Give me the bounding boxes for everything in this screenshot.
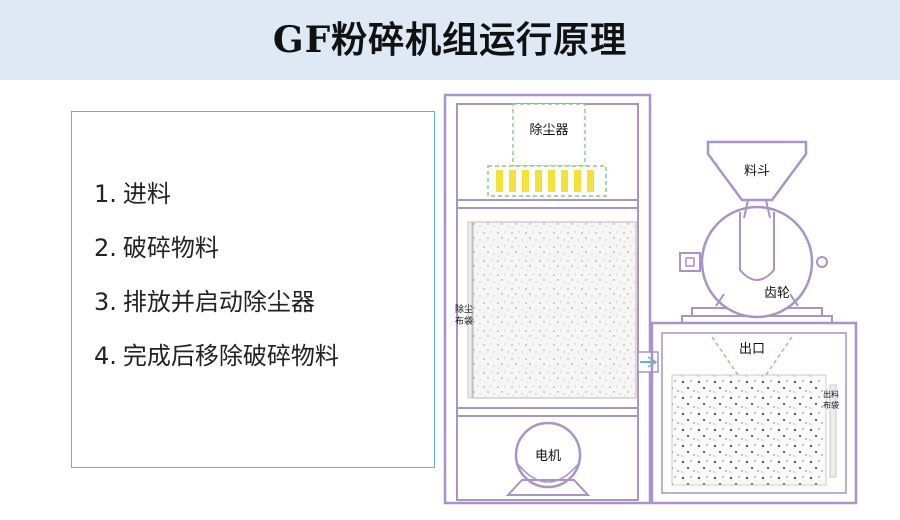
collection-bin: 出口 出料 布袋 bbox=[650, 321, 858, 505]
crushed-material bbox=[671, 374, 827, 486]
hopper bbox=[706, 140, 808, 202]
outlet-funnel bbox=[711, 336, 793, 376]
steps-panel: 1.进料 2.破碎物料 3.排放并启动除尘器 4.完成后移除破碎物料 bbox=[71, 111, 435, 468]
dust-collector-unit bbox=[512, 103, 586, 167]
out-bag-label-2: 布袋 bbox=[823, 400, 839, 410]
step-number: 2. bbox=[94, 234, 117, 262]
dust-collector-tower: 除尘器 除尘 布袋 电机 bbox=[443, 93, 652, 505]
dust-collector-label: 除尘器 bbox=[529, 123, 568, 138]
step-text: 破碎物料 bbox=[122, 234, 219, 262]
step-item: 1.进料 bbox=[94, 174, 171, 209]
step-item: 4.完成后移除破碎物料 bbox=[94, 336, 339, 371]
step-number: 1. bbox=[94, 180, 117, 208]
hopper-label: 料斗 bbox=[744, 164, 770, 179]
filter-cartridges bbox=[496, 170, 594, 192]
step-text: 完成后移除破碎物料 bbox=[122, 342, 339, 370]
motor bbox=[505, 421, 591, 496]
gear-label: 齿轮 bbox=[764, 286, 790, 301]
dust-bag-label-2: 布袋 bbox=[455, 315, 473, 327]
dust-bag-area bbox=[472, 221, 637, 399]
dust-bag-label-1: 除尘 bbox=[455, 303, 473, 315]
out-bag-label-1: 出料 bbox=[823, 389, 839, 399]
crusher-machine: 齿轮 料斗 bbox=[679, 140, 833, 324]
connecting-pipe bbox=[637, 351, 659, 373]
step-item: 3.排放并启动除尘器 bbox=[94, 282, 315, 317]
step-text: 进料 bbox=[122, 180, 171, 208]
step-number: 4. bbox=[94, 342, 117, 370]
step-text: 排放并启动除尘器 bbox=[122, 288, 315, 316]
gear-housing bbox=[700, 205, 814, 319]
page-title: GF粉碎机组运行原理 bbox=[272, 19, 628, 61]
header-banner bbox=[0, 0, 900, 80]
step-number: 3. bbox=[94, 288, 117, 316]
motor-label: 电机 bbox=[535, 449, 561, 464]
step-item: 2.破碎物料 bbox=[94, 228, 219, 263]
filter-strip bbox=[487, 165, 607, 197]
crusher-diagram: 除尘器 除尘 布袋 电机 bbox=[443, 93, 858, 505]
outlet-label: 出口 bbox=[739, 342, 765, 357]
